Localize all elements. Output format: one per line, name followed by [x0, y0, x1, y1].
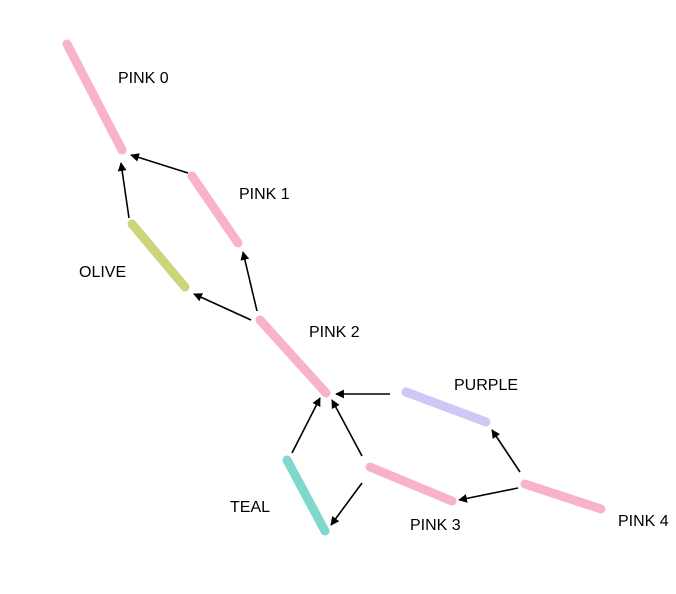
- node-teal[interactable]: [282, 455, 330, 536]
- node-label-pink3: PINK 3: [410, 517, 461, 534]
- node-purple[interactable]: [401, 387, 491, 427]
- edge-pink3-to-teal: [330, 482, 363, 526]
- node-label-teal: TEAL: [230, 499, 270, 516]
- node-label-purple: PURPLE: [454, 377, 518, 394]
- node-label-pink1: PINK 1: [239, 186, 290, 203]
- labels-layer: PINK 0 PINK 1 OLIVE PINK 2 PURPLE TEAL PINK 3 P…: [79, 70, 669, 534]
- nodes-layer: [62, 39, 606, 536]
- node-olive[interactable]: [127, 219, 190, 292]
- node-pink2[interactable]: [255, 315, 331, 398]
- edge-pink4-to-pink3: [458, 487, 519, 503]
- node-pink1[interactable]: [187, 171, 243, 248]
- edge-pink3-to-pink2: [331, 399, 363, 457]
- edge-pink2-to-olive: [193, 293, 252, 321]
- node-pink0[interactable]: [62, 39, 127, 155]
- node-label-pink0: PINK 0: [118, 70, 169, 87]
- node-label-pink2: PINK 2: [309, 324, 360, 341]
- node-label-olive: OLIVE: [79, 264, 126, 281]
- edge-pink1-to-pink0: [130, 153, 189, 174]
- edge-olive-to-pink0: [117, 162, 130, 219]
- node-pink3[interactable]: [365, 462, 457, 506]
- node-label-pink4: PINK 4: [618, 513, 669, 530]
- edge-teal-to-pink2: [291, 397, 321, 454]
- edge-pink2-to-pink1: [240, 251, 258, 312]
- edges-layer: [117, 153, 521, 526]
- edge-pink4-to-purple: [491, 429, 521, 473]
- node-pink4[interactable]: [520, 479, 606, 514]
